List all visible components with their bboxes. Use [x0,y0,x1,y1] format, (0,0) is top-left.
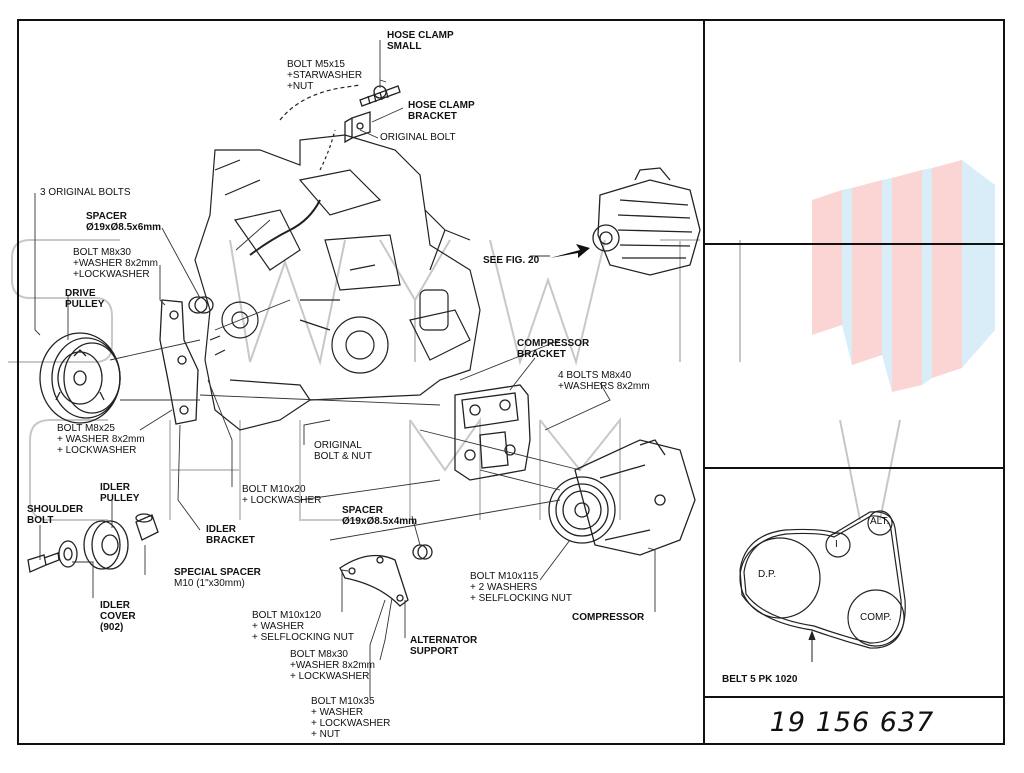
belt-label-compressor: COMP. [860,612,892,623]
label-spacer-4mm: SPACER Ø19xØ8.5x4mm [342,505,418,527]
label-bolt-m10x35: BOLT M10x35 + WASHER + LOCKWASHER + NUT [311,696,391,740]
label-idler-pulley: IDLER PULLEY [100,482,140,504]
leader-lines [34,40,656,697]
label-hose-clamp-small: HOSE CLAMP SMALL [387,30,454,52]
label-see-fig-20: SEE FIG. 20 [483,255,540,266]
label-hose-clamp-bracket: HOSE CLAMP BRACKET [408,100,475,122]
hose-clamp-small-drawing [359,85,401,107]
spacer-lower-drawing [412,544,433,560]
label-bolt-m8x30-upper: BOLT M8x30 +WASHER 8x2mm +LOCKWASHER [73,247,158,280]
spacer-upper-drawing [188,296,214,314]
idler-pulley-drawing [83,520,129,570]
label-alternator-support: ALTERNATOR SUPPORT [410,635,478,657]
label-shoulder-bolt: SHOULDER BOLT [27,504,84,526]
alternator-support-drawing [339,554,409,607]
label-spacer-6mm: SPACER Ø19xØ8.5x6mm [86,211,162,233]
label-bolt-m10x115: BOLT M10x115 + 2 WASHERS + SELFLOCKING N… [470,571,572,604]
label-bolt-m10x120: BOLT M10x120 + WASHER + SELFLOCKING NUT [252,610,354,643]
title-block [17,19,1005,745]
idler-cover-drawing [58,540,78,568]
compressor-drawing [548,439,696,556]
label-special-spacer: SPECIAL SPACER [174,567,261,578]
label-original-bolt-nut: ORIGINAL BOLT & NUT [314,440,372,462]
engine-block-drawing [194,84,481,431]
shoulder-bolt-drawing [27,552,60,573]
hose-clamp-bracket-drawing [344,111,371,144]
label-bolt-m5x15: BOLT M5x15 +STARWASHER +NUT [287,59,363,92]
label-bolt-m8x30-lower: BOLT M8x30 +WASHER 8x2mm + LOCKWASHER [290,649,375,682]
label-compressor-bracket: COMPRESSOR BRACKET [517,338,590,360]
part-number: 19 156 637 [769,707,935,738]
label-bolt-m8x25: BOLT M8x25 + WASHER 8x2mm + LOCKWASHER [57,423,145,456]
compressor-bracket-drawing [454,384,531,481]
special-spacer-drawing [135,513,159,541]
alternator-drawing [592,167,701,276]
belt-routing-diagram [739,510,906,662]
label-idler-bracket: IDLER BRACKET [206,524,255,546]
belt-label-drive-pulley: D.P. [758,569,777,580]
drive-pulley-drawing [39,332,121,424]
label-drive-pulley: DRIVE PULLEY [65,288,105,310]
label-four-bolts-m8x40: 4 BOLTS M8x40 +WASHERS 8x2mm [558,370,650,392]
label-three-original-bolts: 3 ORIGINAL BOLTS [40,187,131,198]
label-original-bolt: ORIGINAL BOLT [380,132,456,143]
belt-label-alternator: ALT. [870,516,890,527]
belt-label-idler: I [835,539,838,550]
label-bolt-m10x20: BOLT M10x20 + LOCKWASHER [242,484,322,506]
label-idler-cover: IDLER COVER (902) [100,600,136,633]
idler-bracket-drawing [159,299,199,425]
label-special-spacer-dim: M10 (1"x30mm) [174,578,245,589]
label-compressor: COMPRESSOR [572,612,645,623]
watermark-logo [8,160,995,521]
belt-spec-label: BELT 5 PK 1020 [722,674,798,685]
see-fig-arrow [550,244,590,258]
